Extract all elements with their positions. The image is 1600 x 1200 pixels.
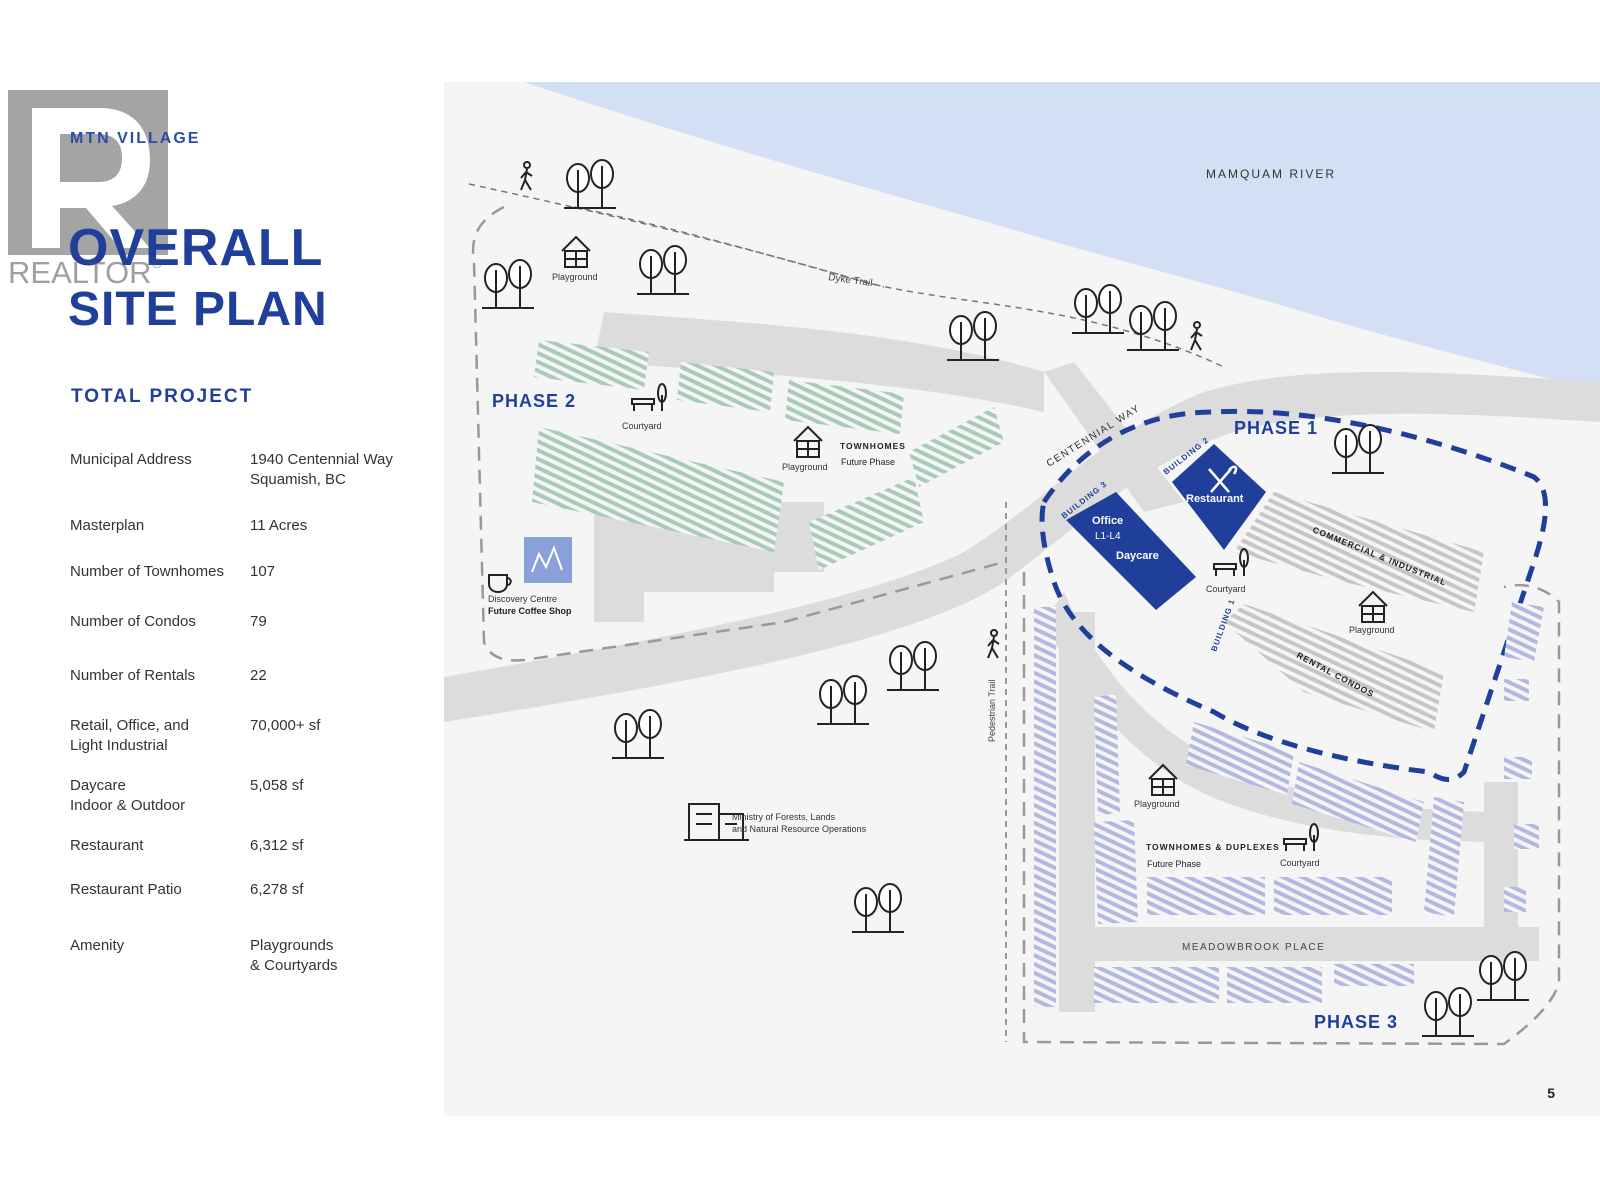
coffee-cup-icon <box>488 574 512 594</box>
courtyard-label-p2: Courtyard <box>622 421 662 431</box>
detail-label: Municipal Address <box>70 451 192 468</box>
office-floors-label: L1-L4 <box>1095 531 1121 542</box>
courtyard-label-p1: Courtyard <box>1206 584 1246 594</box>
mamquam-river <box>524 82 1600 392</box>
phase3-boundary <box>1022 572 1561 1046</box>
detail-label: Number of Rentals <box>70 667 196 684</box>
detail-value: Playgrounds & Courtyards <box>250 937 338 974</box>
townhomes-p2-sub: Future Phase <box>841 457 895 467</box>
playground-label-p1: Playground <box>1349 625 1395 635</box>
connector-road <box>1044 362 1184 512</box>
detail-label: Number of Townhomes <box>70 563 224 580</box>
phase2-label: PHASE 2 <box>492 391 576 411</box>
restaurant-label: Restaurant <box>1186 493 1244 505</box>
detail-label: Daycare Indoor & Outdoor <box>70 777 186 814</box>
phase2-loop-road <box>594 312 1044 412</box>
townhomes-p2-title: TOWNHOMES <box>840 441 906 451</box>
centennial-way-road <box>444 372 1600 722</box>
detail-value: 6,312 sf <box>250 837 304 854</box>
office-building-icon <box>684 803 749 841</box>
phase2-boundary <box>471 205 1005 662</box>
daycare-label: Daycare <box>1116 550 1159 562</box>
detail-label: Amenity <box>70 937 125 954</box>
phase3-east-road <box>1484 782 1518 962</box>
playground-label-p3: Playground <box>1134 799 1180 809</box>
brand-name: MTN VILLAGE <box>70 130 201 147</box>
detail-label: Masterplan <box>70 517 145 534</box>
playground-label-p2b: Playground <box>782 462 828 472</box>
ministry-label-2: and Natural Resource Operations <box>732 824 867 834</box>
section-heading: TOTAL PROJECT <box>71 386 254 407</box>
playground-label-p2a: Playground <box>552 272 598 282</box>
ministry-label-1: Ministry of Forests, Lands <box>732 812 836 822</box>
detail-label: Restaurant <box>70 837 144 854</box>
dyke-trail-path <box>468 183 1225 368</box>
detail-value: 70,000+ sf <box>250 717 321 734</box>
detail-label: Retail, Office, and Light Industrial <box>70 717 189 754</box>
river-label: MAMQUAM RIVER <box>1206 167 1336 181</box>
site-plan-map: MAMQUAM RIVER Dyke Trail CENTENNIAL WAY … <box>444 82 1600 1116</box>
phase1-boundary <box>1039 408 1549 782</box>
detail-value: 22 <box>250 667 267 684</box>
meadowbrook-place-road <box>1059 927 1539 961</box>
restaurant-icon <box>1208 465 1238 493</box>
courtyard-label-p3: Courtyard <box>1280 858 1320 868</box>
page-title-line1: OVERALL <box>68 219 324 277</box>
detail-label: Number of Condos <box>70 613 196 630</box>
detail-value: 79 <box>250 613 267 630</box>
phase1-label: PHASE 1 <box>1234 418 1318 438</box>
phase3-label: PHASE 3 <box>1314 1012 1398 1032</box>
detail-value: 6,278 sf <box>250 881 304 898</box>
building2-restaurant <box>1172 444 1266 550</box>
detail-value: 5,058 sf <box>250 777 304 794</box>
coffee-shop-label: Future Coffee Shop <box>488 606 572 616</box>
building3-office <box>1066 492 1196 610</box>
detail-value: 11 Acres <box>250 517 308 534</box>
detail-value: 107 <box>250 563 276 580</box>
page-title-line2: SITE PLAN <box>68 283 328 336</box>
townhomes-p3-title: TOWNHOMES & DUPLEXES <box>1146 842 1280 852</box>
pedestrian-trail-label: Pedestrian Trail <box>987 679 997 742</box>
meadowbrook-label: MEADOWBROOK PLACE <box>1182 942 1325 953</box>
page-number: 5 <box>1547 1085 1555 1101</box>
detail-label: Restaurant Patio <box>70 881 182 898</box>
discovery-centre-label: Discovery Centre <box>488 594 557 604</box>
office-label: Office <box>1092 515 1123 527</box>
townhomes-p3-sub: Future Phase <box>1147 859 1201 869</box>
detail-value: 1940 Centennial Way Squamish, BC <box>250 451 393 488</box>
watermark-text: REALTOR® <box>8 255 162 290</box>
realtor-logo-icon <box>8 90 168 255</box>
dyke-trail-label: Dyke Trail <box>828 272 874 289</box>
